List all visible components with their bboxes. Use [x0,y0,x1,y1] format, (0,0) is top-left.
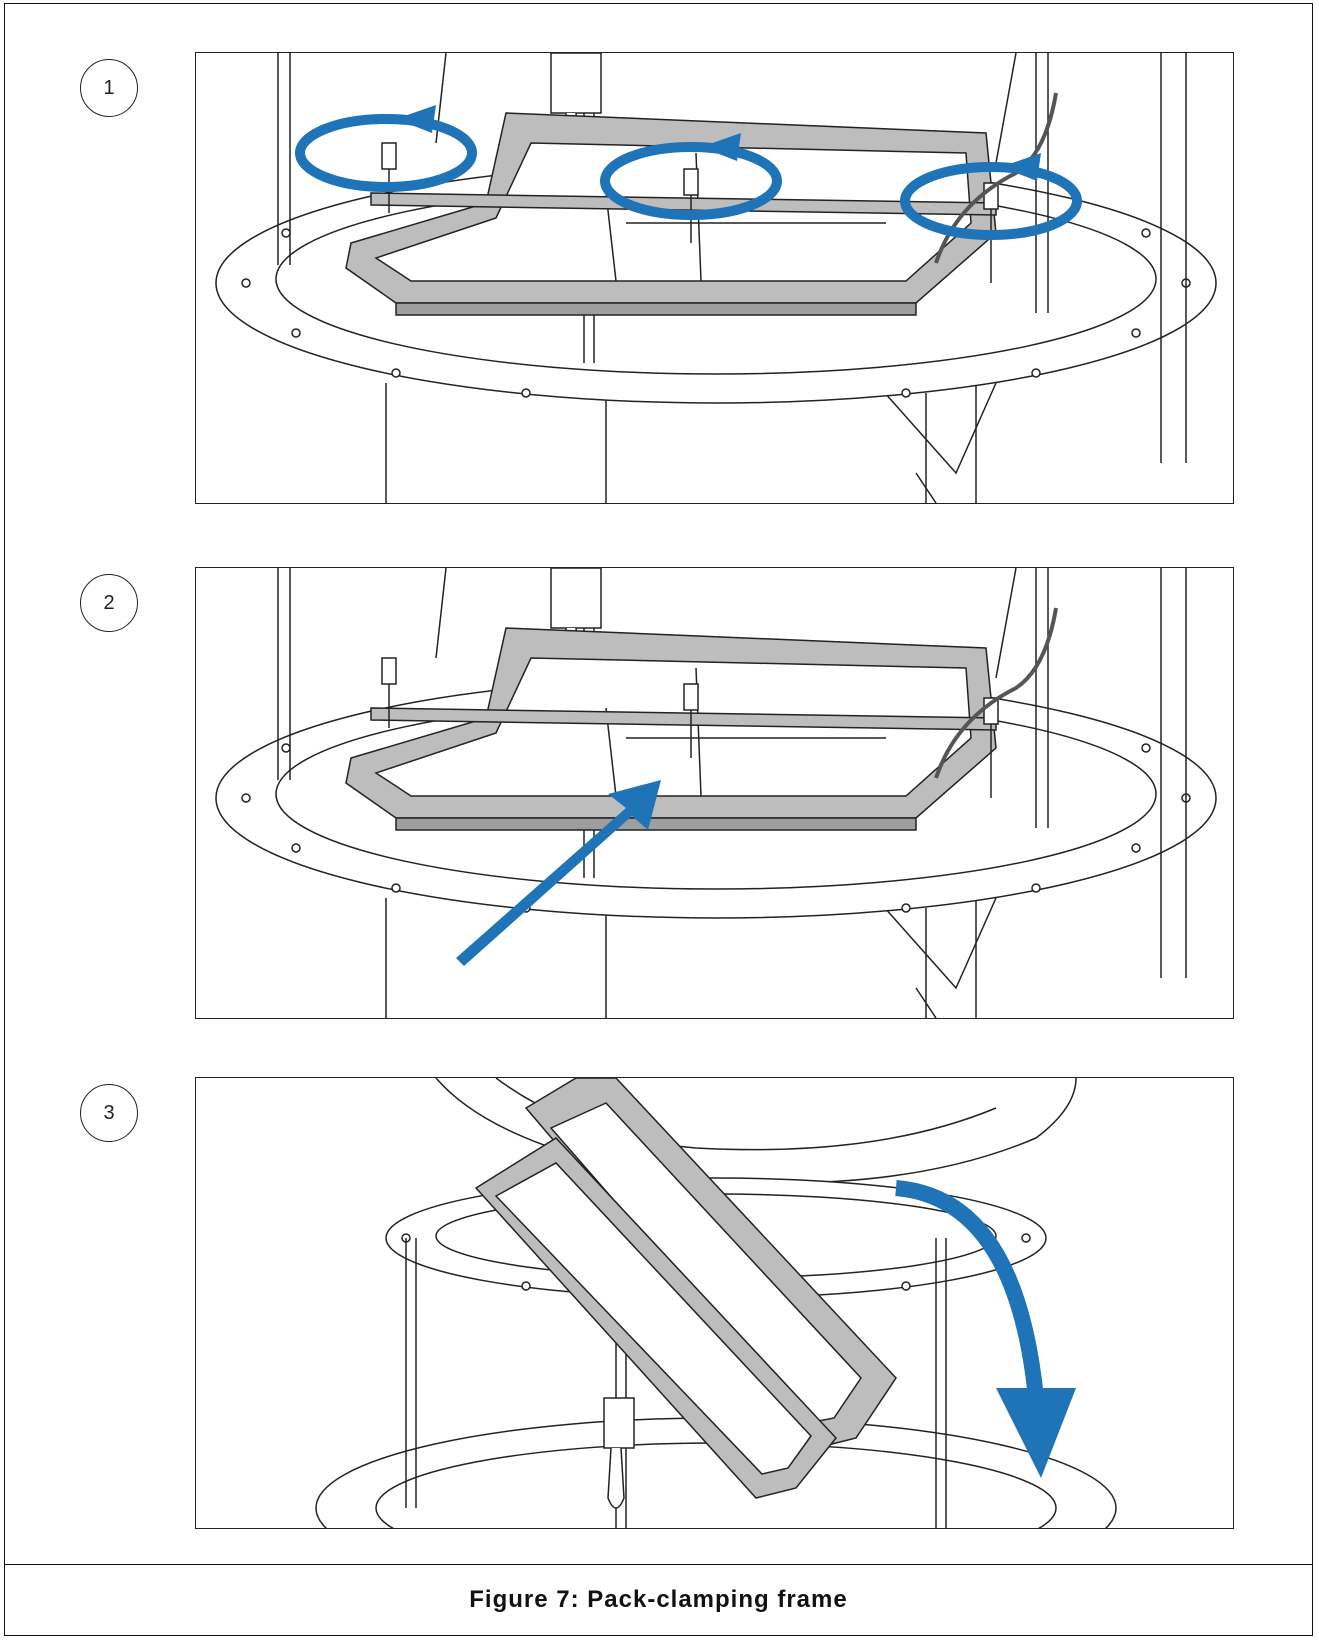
step-1-illustration [195,52,1234,504]
step-number-1: 1 [80,59,138,117]
step-number-2: 2 [80,574,138,632]
step-3-illustration [195,1077,1234,1529]
step-number-3: 3 [80,1084,138,1142]
figure-caption: Figure 7: Pack-clamping frame [469,1586,848,1613]
step-2-illustration [195,567,1234,1019]
caption-separator [4,1564,1313,1565]
figure-border [4,3,1313,1636]
